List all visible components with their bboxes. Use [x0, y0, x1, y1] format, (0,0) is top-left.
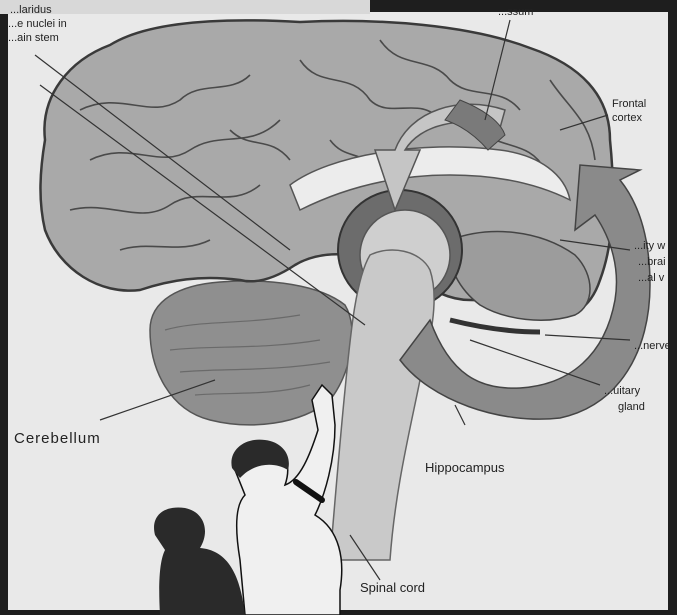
screen-top-edge — [0, 0, 370, 14]
label-right-partial-3: ...al v — [638, 272, 664, 284]
label-hippocampus: Hippocampus — [425, 462, 505, 474]
label-brainstem-3: ...ain stem — [8, 32, 59, 44]
label-pituitary-2: gland — [618, 401, 645, 413]
label-cerebellum: Cerebellum — [14, 433, 101, 445]
label-brainstem-1: ...laridus — [10, 4, 52, 16]
label-top-partial: ...ssum — [498, 6, 533, 18]
label-brainstem-2: ...e nuclei in — [8, 18, 67, 30]
label-frontal-cortex-2: cortex — [612, 112, 642, 124]
label-right-partial-2: ...brai — [638, 256, 666, 268]
label-frontal-cortex-1: Frontal — [612, 98, 646, 110]
label-spinal-cord: Spinal cord — [360, 582, 425, 594]
label-nerve: ...nerve — [634, 340, 671, 352]
label-pituitary-1: ...uitary — [604, 385, 640, 397]
label-right-partial-1: ...ity w — [634, 240, 665, 252]
